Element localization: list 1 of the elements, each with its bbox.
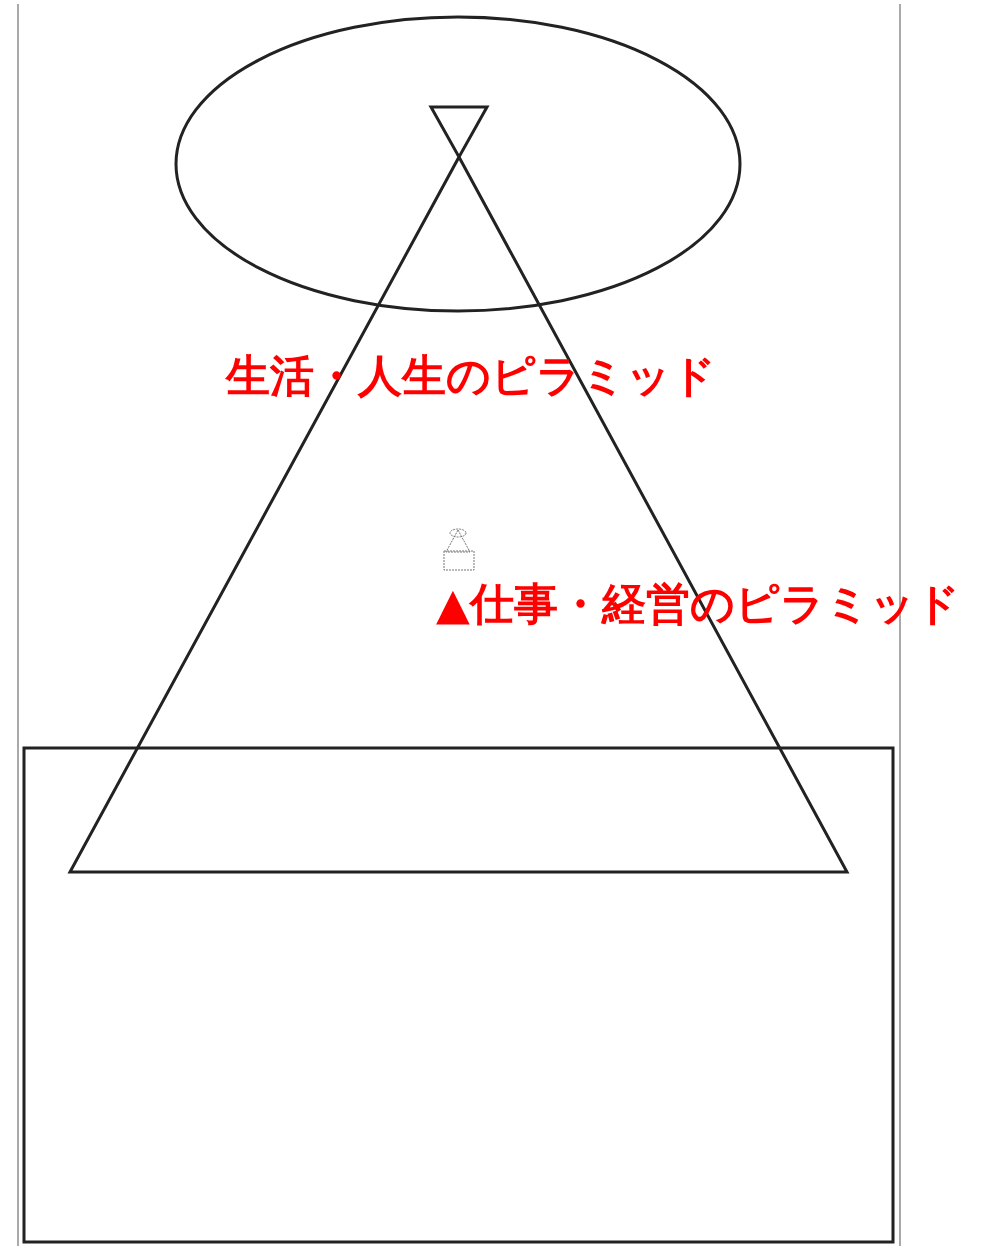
pyramid-title: 生活・人生のピラミッド [226, 352, 716, 401]
